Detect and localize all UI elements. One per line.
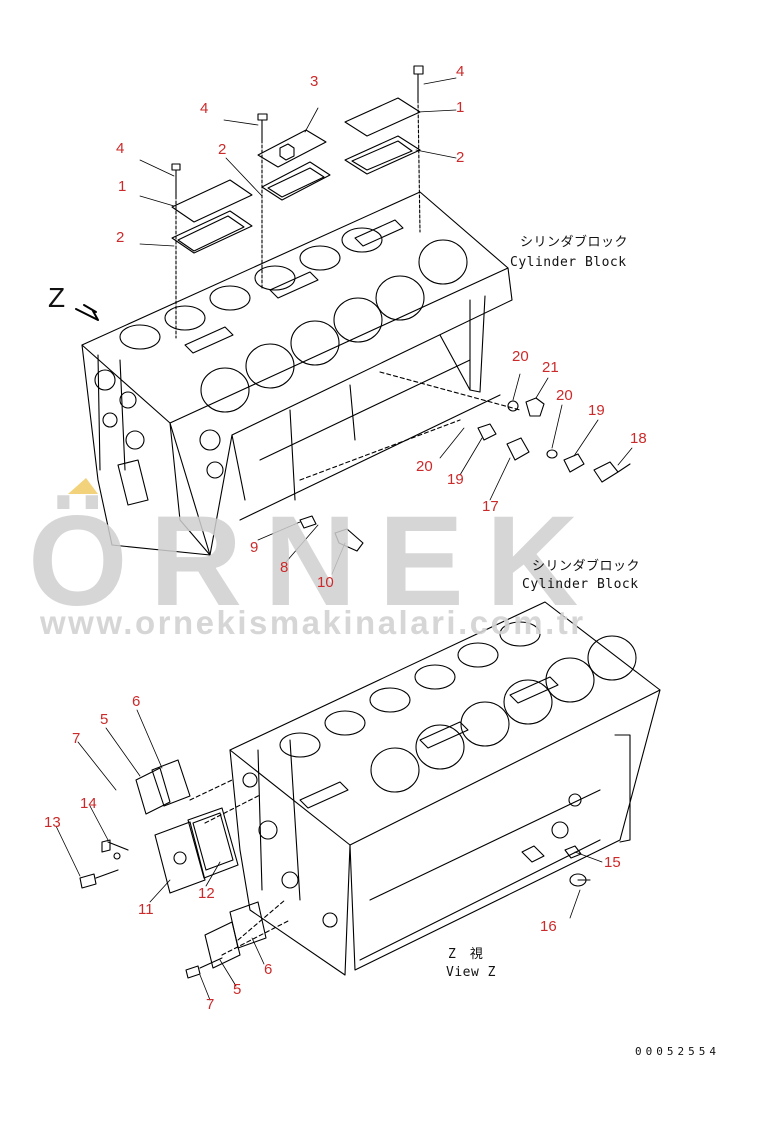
callout-label: 2 [218, 141, 227, 158]
view-z-arrow [75, 304, 99, 321]
callout-label: 7 [206, 996, 215, 1013]
callout-label: 6 [264, 961, 273, 978]
callout-label: 13 [44, 814, 61, 831]
callout-label: 6 [132, 693, 141, 710]
callout-label: 20 [416, 458, 433, 475]
view-caption-jp: Z 視 [448, 947, 484, 962]
drawing-number: 00052554 [635, 1045, 720, 1058]
view-z-marker: Z [48, 282, 66, 313]
view-caption-en: View Z [446, 965, 496, 980]
callout-label: 10 [317, 574, 334, 591]
lower-caption-jp: シリンダブロック [532, 559, 641, 574]
lower-caption-en: Cylinder Block [522, 577, 639, 592]
callout-label: 9 [250, 539, 259, 556]
upper-caption-jp: シリンダブロック [520, 235, 629, 250]
callout-label: 21 [542, 359, 559, 376]
callout-label: 19 [588, 402, 605, 419]
callout-label: 12 [198, 885, 215, 902]
callout-label: 17 [482, 498, 499, 515]
upper-fittings [299, 371, 631, 552]
watermark-accent [68, 478, 98, 494]
callout-label: 16 [540, 918, 557, 935]
lower-cylinder-block [229, 601, 661, 976]
callout-label: 20 [512, 348, 529, 365]
callout-label: 8 [280, 559, 289, 576]
callout-label: 18 [630, 430, 647, 447]
callout-label: 4 [456, 63, 465, 80]
callout-label: 19 [447, 471, 464, 488]
callout-label: 20 [556, 387, 573, 404]
callout-label: 14 [80, 795, 97, 812]
callout-label: 2 [116, 229, 125, 246]
upper-cylinder-block [81, 191, 513, 556]
callout-label: 3 [310, 73, 319, 90]
lower-right-parts [521, 845, 591, 887]
callout-label: 2 [456, 149, 465, 166]
callout-label: 5 [233, 981, 242, 998]
callout-label: 11 [138, 901, 154, 918]
callout-label: 5 [100, 711, 109, 728]
callout-label: 7 [72, 730, 81, 747]
callout-label: 15 [604, 854, 621, 871]
callout-label: 1 [118, 178, 127, 195]
upper-caption-en: Cylinder Block [510, 255, 627, 270]
upper-covers [171, 65, 424, 339]
lower-left-parts [79, 759, 291, 979]
callout-label: 4 [200, 100, 209, 117]
callout-label: 1 [456, 99, 465, 116]
callout-label: 4 [116, 140, 125, 157]
leader-lines [55, 77, 633, 1001]
